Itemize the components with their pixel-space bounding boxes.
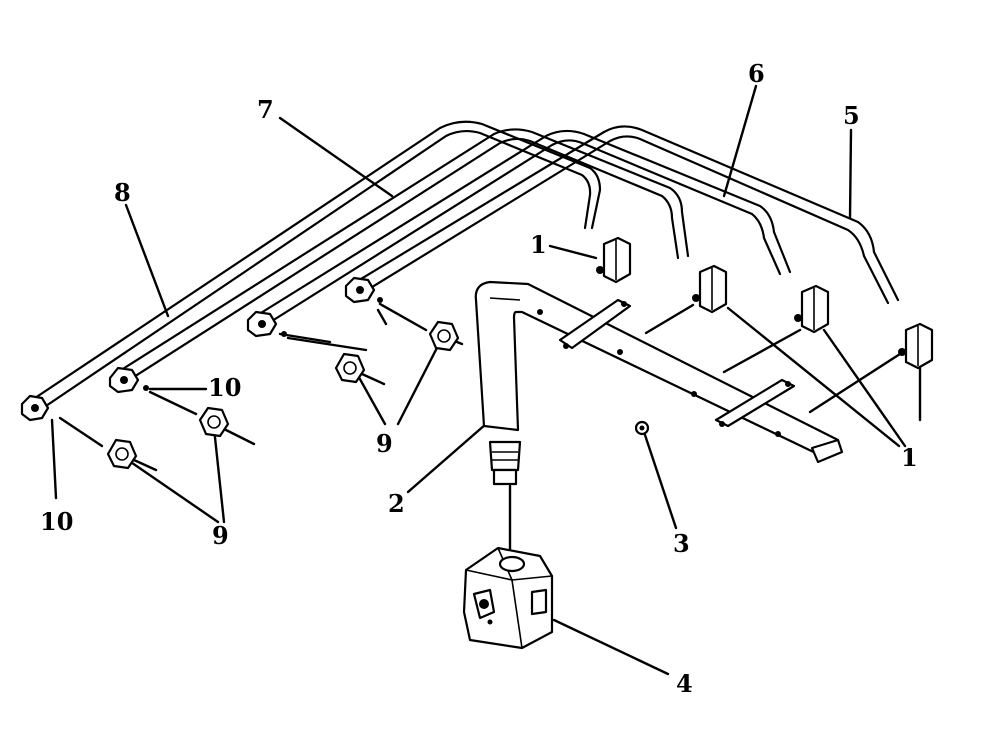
tube-8 bbox=[30, 120, 602, 412]
leader-6 bbox=[722, 84, 758, 198]
leader-3 bbox=[642, 430, 678, 530]
leader-lines bbox=[50, 84, 922, 676]
callout-1-bottom: 1 bbox=[901, 443, 918, 472]
leader-1-f bbox=[808, 352, 902, 414]
tube-5 bbox=[354, 125, 900, 305]
explode-line bbox=[58, 416, 104, 448]
callout-4: 4 bbox=[676, 669, 693, 698]
leader-1-d bbox=[644, 303, 695, 335]
leader-9-center-b bbox=[396, 336, 444, 426]
callout-10-left: 10 bbox=[40, 507, 74, 536]
callout-9-center: 9 bbox=[376, 429, 393, 458]
leader-5 bbox=[848, 128, 853, 220]
callout-8: 8 bbox=[114, 178, 131, 207]
nozzle-1-c bbox=[794, 284, 830, 334]
callout-7: 7 bbox=[257, 95, 274, 124]
leader-1-a bbox=[726, 306, 901, 448]
nozzle-1-b bbox=[692, 264, 728, 314]
valve-block-4 bbox=[462, 546, 554, 650]
leader-4 bbox=[552, 618, 670, 676]
nut-10-left bbox=[20, 394, 50, 422]
sleeve-9-a bbox=[106, 438, 138, 470]
clamp-b bbox=[714, 378, 796, 428]
clamp-a bbox=[558, 298, 632, 350]
leader-10-left bbox=[50, 418, 58, 500]
leader-7 bbox=[278, 116, 394, 198]
callout-3: 3 bbox=[673, 529, 690, 558]
leader-1-e bbox=[722, 328, 802, 374]
leader-9-center-a bbox=[354, 370, 387, 426]
nut-center-b bbox=[344, 276, 383, 304]
callout-5: 5 bbox=[843, 101, 860, 130]
callout-9-bottom: 9 bbox=[212, 521, 229, 550]
nut-center-a bbox=[246, 310, 287, 338]
sleeve-9-d bbox=[428, 320, 460, 352]
tube-7 bbox=[116, 128, 690, 384]
leader-9-bottom-b bbox=[212, 426, 226, 524]
leader-1-b bbox=[822, 328, 907, 448]
callout-10-right: 10 bbox=[208, 373, 242, 402]
leader-1-top bbox=[548, 244, 598, 260]
leader-8 bbox=[124, 203, 170, 318]
callout-2: 2 bbox=[388, 489, 405, 518]
sleeve-9-b bbox=[198, 406, 230, 438]
sleeve-9-c bbox=[334, 352, 366, 384]
callout-6: 6 bbox=[748, 59, 765, 88]
nozzle-1-a bbox=[596, 236, 632, 284]
tube-6 bbox=[254, 129, 792, 328]
callout-1-top: 1 bbox=[530, 230, 547, 259]
nozzle-1-d bbox=[898, 322, 934, 370]
nut-10-right bbox=[108, 366, 149, 394]
leader-9-bottom-a bbox=[120, 454, 220, 524]
leader-2 bbox=[406, 422, 488, 494]
bolt-3 bbox=[634, 420, 650, 436]
